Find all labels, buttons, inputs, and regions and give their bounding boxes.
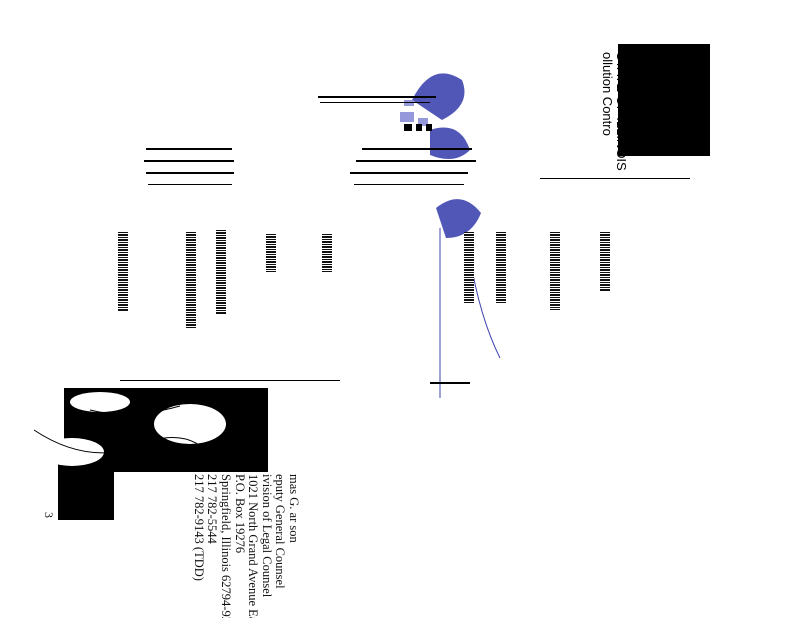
scan-line [356, 160, 476, 162]
contact-line: ivision of Legal Counsel [259, 474, 274, 598]
letterhead-block [618, 44, 710, 156]
scan-line [320, 102, 430, 103]
scan-line [318, 96, 436, 98]
scan-line [540, 178, 690, 179]
contact-line: eputy General Counsel [273, 474, 288, 589]
contact-line: 217 782-9143 (TDD) [191, 474, 206, 581]
scan-line [120, 380, 340, 381]
contact-address-block: mas G. ar son eputy General Counsel ivis… [191, 474, 301, 618]
scan-line [354, 184, 464, 185]
contact-line: P.O. Box 19276 [232, 474, 247, 554]
contact-line: 217 782-5544 [205, 474, 220, 544]
scan-line [146, 172, 234, 174]
scan-line [350, 172, 468, 174]
scan-line [362, 148, 472, 150]
scan-line [144, 160, 234, 162]
page-number: 3 [42, 512, 56, 518]
contact-line: Springfield, Illinois 62794-9276 [219, 474, 234, 618]
contact-line: mas G. ar son [287, 474, 301, 543]
scan-line [146, 148, 232, 150]
scan-line [430, 382, 470, 384]
signature-block [58, 464, 114, 520]
scan-line [148, 184, 232, 185]
contact-line: 1021 North Grand Avenue East [246, 474, 261, 618]
